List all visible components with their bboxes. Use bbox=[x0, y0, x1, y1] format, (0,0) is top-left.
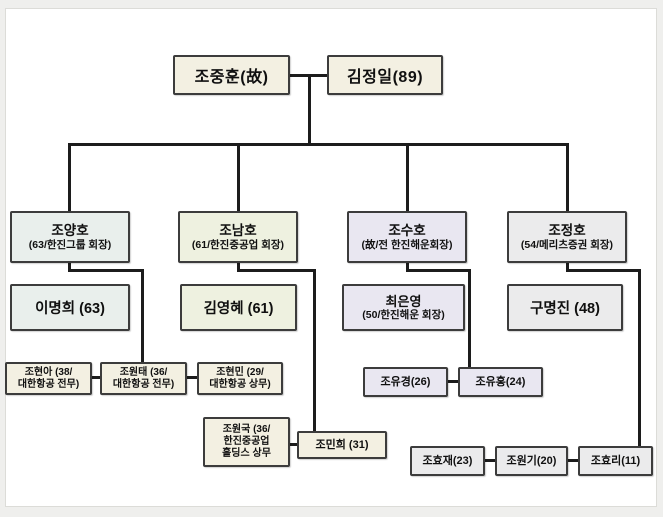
node-cho-hyun-ah: 조현아 (38/ 대한항공 전무) bbox=[5, 362, 92, 395]
node-cho-min-hee: 조민희 (31) bbox=[297, 431, 387, 459]
person-name: 김영혜 (61) bbox=[203, 301, 274, 317]
person-title: 홀딩스 상무 bbox=[222, 448, 271, 459]
connector-couple2-stub-line bbox=[237, 263, 240, 271]
connector-drop-son3-line bbox=[406, 143, 409, 211]
person-name: 조남호 bbox=[219, 222, 257, 238]
person-name: 조정호 bbox=[548, 222, 586, 238]
person-name: 조원국 (36/ bbox=[222, 424, 271, 435]
connector-siblings4b-line bbox=[568, 459, 578, 462]
person-name: 조수호 bbox=[388, 222, 426, 238]
connector-couple1-children-line bbox=[141, 269, 144, 362]
connector-siblings2-line bbox=[290, 443, 297, 446]
person-title: 한진중공업 bbox=[223, 436, 270, 447]
node-cho-yang-ho: 조양호 (63/한진그룹 회장) bbox=[10, 211, 130, 263]
node-cho-hyo-jae: 조효재(23) bbox=[410, 446, 485, 476]
person-name: 조원태 (36/ bbox=[119, 366, 168, 378]
connector-drop-son4-line bbox=[566, 143, 569, 211]
connector-gen1-drop-line bbox=[308, 74, 311, 145]
node-cho-won-tae: 조원태 (36/ 대한항공 전무) bbox=[100, 362, 187, 395]
person-name: 조중훈(故) bbox=[194, 69, 269, 86]
node-kim-jung-il: 김정일(89) bbox=[327, 55, 443, 95]
person-name: 구명진 (48) bbox=[530, 301, 600, 317]
node-cho-hyo-ri: 조효리(11) bbox=[578, 446, 653, 476]
node-cho-yu-hong: 조유홍(24) bbox=[458, 367, 543, 397]
person-name: 조민희 (31) bbox=[315, 439, 369, 451]
connector-couple4-jog-line bbox=[566, 269, 641, 272]
person-name: 조유홍(24) bbox=[475, 376, 526, 388]
connector-couple3-stub-line bbox=[406, 263, 409, 271]
person-name: 김정일(89) bbox=[346, 69, 424, 86]
person-name: 조원기(20) bbox=[506, 455, 557, 467]
person-title: (63/한진그룹 회장) bbox=[28, 238, 112, 251]
connector-couple1-jog-line bbox=[68, 269, 144, 272]
person-title: (50/한진해운 회장) bbox=[362, 308, 445, 321]
node-kim-young-hye: 김영혜 (61) bbox=[180, 284, 297, 331]
person-name: 조현아 (38/ bbox=[24, 366, 73, 378]
connector-siblings3-line bbox=[448, 380, 458, 383]
node-cho-hyun-min: 조현민 (29/ 대한항공 상무) bbox=[197, 362, 283, 395]
person-name: 조양호 bbox=[51, 222, 89, 238]
node-cho-won-gook: 조원국 (36/ 한진중공업 홀딩스 상무 bbox=[203, 417, 290, 467]
connector-drop-son2-line bbox=[237, 143, 240, 211]
person-name: 조효재(23) bbox=[422, 455, 473, 467]
node-cho-nam-ho: 조남호 (61/한진중공업 회장) bbox=[178, 211, 298, 263]
person-title: 대한항공 전무) bbox=[17, 378, 80, 390]
connector-couple1-stub-line bbox=[68, 263, 71, 271]
person-title: 대한항공 전무) bbox=[112, 378, 175, 390]
node-lee-myung-hee: 이명희 (63) bbox=[10, 284, 130, 331]
connector-siblings1b-line bbox=[187, 376, 197, 379]
node-cho-won-ki: 조원기(20) bbox=[495, 446, 568, 476]
connector-drop-son1-line bbox=[68, 143, 71, 211]
connector-siblings1a-line bbox=[92, 376, 100, 379]
person-title: (61/한진중공업 회장) bbox=[191, 238, 285, 251]
connector-couple4-stub-line bbox=[566, 263, 569, 271]
connector-couple3-children-line bbox=[468, 269, 471, 367]
person-name: 조효리(11) bbox=[590, 455, 641, 467]
connector-couple2-jog-line bbox=[237, 269, 316, 272]
connector-couple4-children-line bbox=[638, 269, 641, 446]
person-title: (54/메리츠증권 회장) bbox=[520, 238, 614, 251]
person-title: (故/전 한진해운회장) bbox=[361, 238, 453, 251]
person-name: 조유경(26) bbox=[380, 376, 431, 388]
connector-siblings4a-line bbox=[485, 459, 495, 462]
node-cho-soo-ho: 조수호 (故/전 한진해운회장) bbox=[347, 211, 467, 263]
person-name: 최은영 bbox=[385, 293, 422, 309]
person-title: 대한항공 상무) bbox=[209, 378, 271, 390]
node-cho-jung-ho: 조정호 (54/메리츠증권 회장) bbox=[507, 211, 627, 263]
node-cho-jung-hoon: 조중훈(故) bbox=[173, 55, 290, 95]
node-cho-yu-kyung: 조유경(26) bbox=[363, 367, 448, 397]
node-choi-eun-young: 최은영 (50/한진해운 회장) bbox=[342, 284, 465, 331]
node-koo-myung-jin: 구명진 (48) bbox=[507, 284, 623, 331]
connector-gen2-rail-line bbox=[68, 143, 569, 146]
connector-couple2-children-line bbox=[313, 269, 316, 432]
connector-couple3-jog-line bbox=[406, 269, 471, 272]
person-name: 이명희 (63) bbox=[35, 301, 105, 317]
person-name: 조현민 (29/ bbox=[216, 366, 264, 378]
